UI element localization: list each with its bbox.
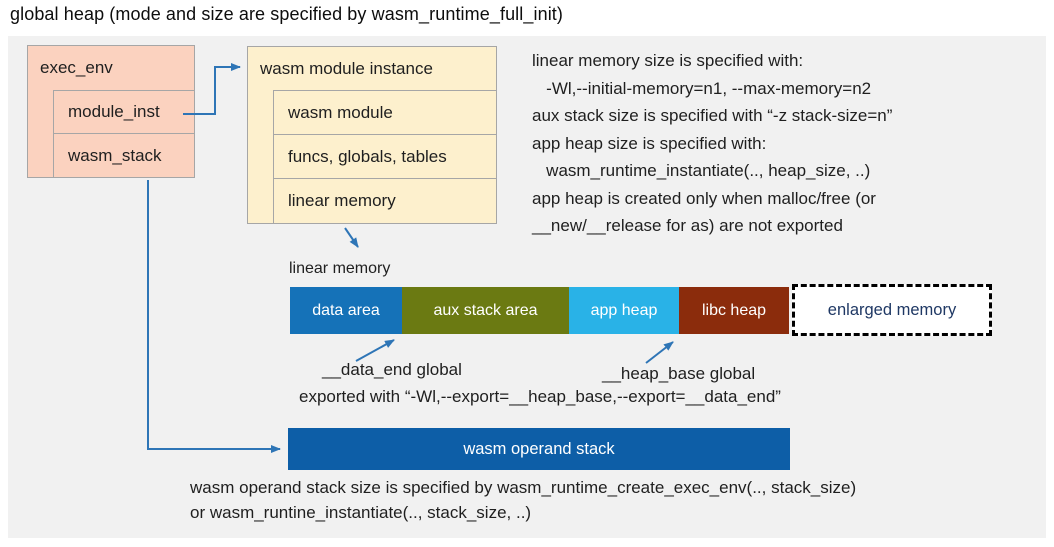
note-line: linear memory size is specified with: <box>532 51 804 70</box>
note-line: app heap is created only when malloc/fre… <box>532 188 876 208</box>
wasm-operand-stack-box: wasm operand stack <box>288 428 790 470</box>
note-line: __new/__release for as) are not exported <box>532 216 843 235</box>
notes-block: linear memory size is specified with: -W… <box>532 47 892 240</box>
segment-aux-stack-area: aux stack area <box>402 287 569 334</box>
note-line: app heap size is specified with: <box>532 133 767 153</box>
linear-memory-label: linear memory <box>289 260 391 277</box>
exec-env-box: exec_env module_inst wasm_stack <box>27 45 195 178</box>
operand-stack-caption-line1: wasm operand stack size is specified by … <box>190 478 857 497</box>
heap-base-global-label: __heap_base global <box>602 364 756 383</box>
operand-stack-caption-line2: or wasm_runtine_instantiate(.., stack_si… <box>190 503 532 522</box>
module-instance-row-funcs-globals-tables: funcs, globals, tables <box>273 134 497 179</box>
exec-env-row-module-inst: module_inst <box>53 90 195 134</box>
exec-env-row-wasm-stack: wasm_stack <box>53 133 195 178</box>
module-instance-box: wasm module instance wasm module funcs, … <box>247 46 497 224</box>
linear-memory-bar: data area aux stack area app heap libc h… <box>290 287 789 334</box>
note-line: aux stack size is specified with “-z sta… <box>532 106 893 125</box>
data-end-global-label: __data_end global <box>322 360 462 379</box>
module-instance-header: wasm module instance <box>260 59 433 78</box>
note-line: -Wl,--initial-memory=n1, --max-memory=n2 <box>532 78 872 98</box>
exec-env-header: exec_env <box>40 58 113 77</box>
diagram-title: global heap (mode and size are specified… <box>10 4 563 24</box>
exported-flags-label: exported with “-Wl,--export=__heap_base,… <box>299 387 781 406</box>
segment-data-area: data area <box>290 287 402 334</box>
segment-app-heap: app heap <box>569 287 679 334</box>
module-instance-row-linear-memory: linear memory <box>273 178 497 224</box>
note-line: wasm_runtime_instantiate(.., heap_size, … <box>532 161 871 180</box>
module-instance-row-wasm-module: wasm module <box>273 90 497 135</box>
segment-libc-heap: libc heap <box>679 287 789 334</box>
segment-enlarged-memory: enlarged memory <box>792 284 992 336</box>
